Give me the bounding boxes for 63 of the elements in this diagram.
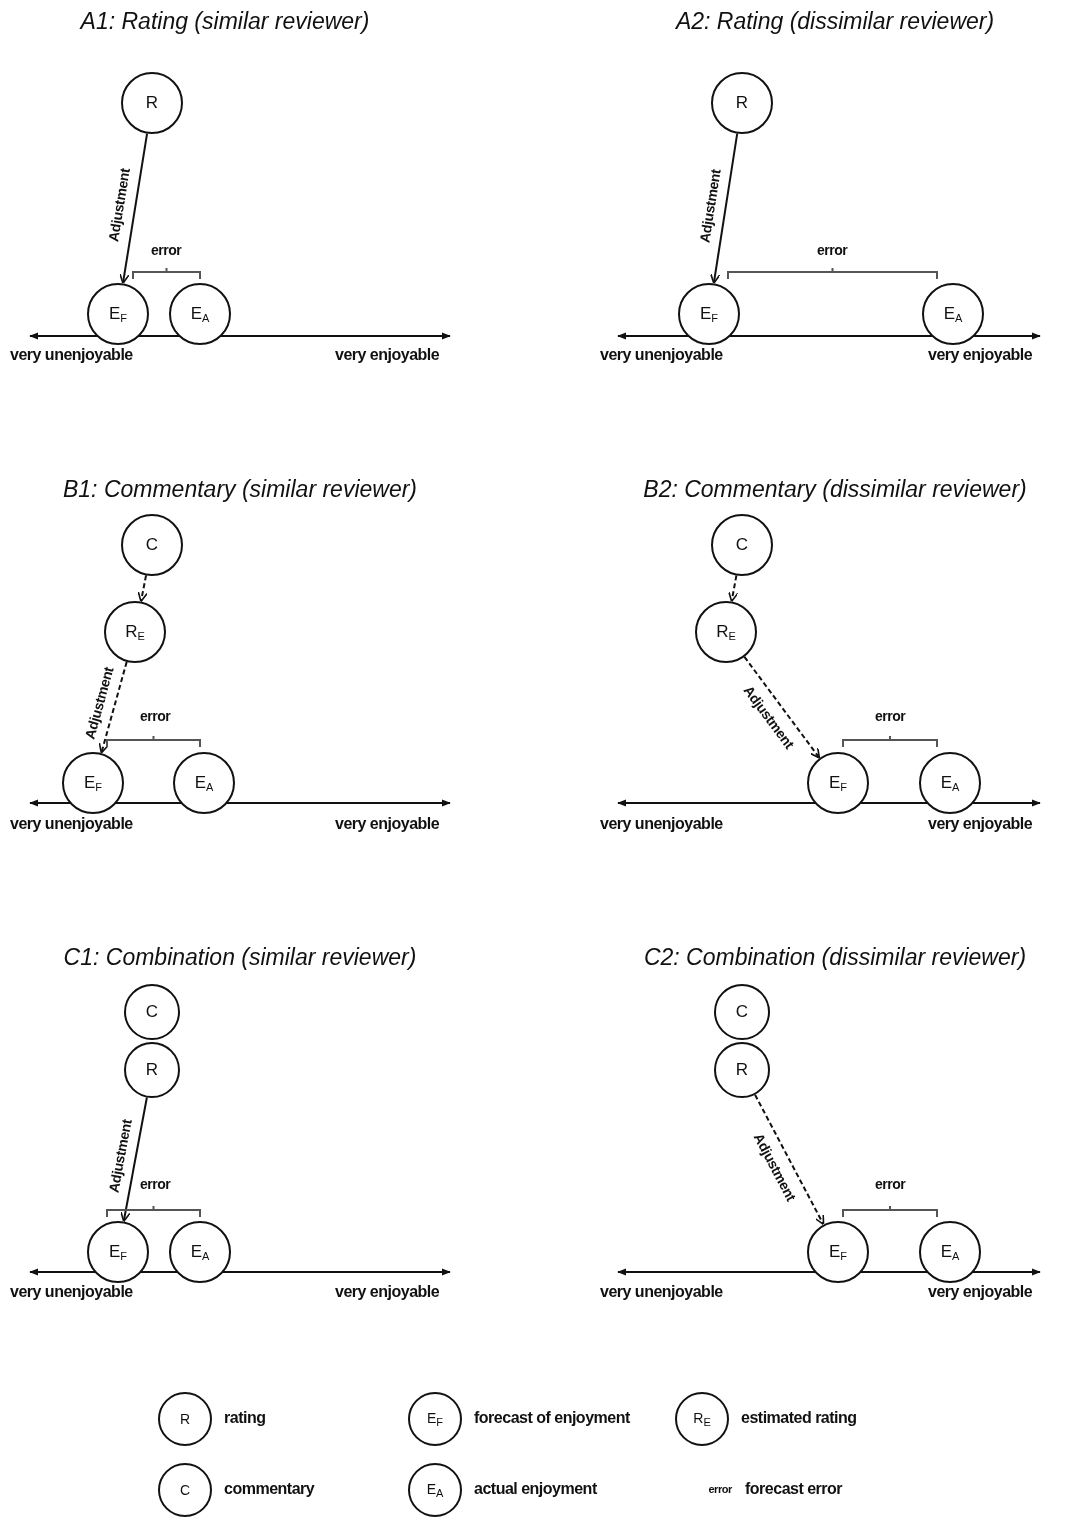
- variable-circle: E$_{F}$: [678, 283, 740, 345]
- panel-title: A2: Rating (dissimilar reviewer): [675, 8, 995, 35]
- variable-circle: C: [121, 514, 183, 576]
- axis-label: forecast error: [745, 1480, 843, 1498]
- panel-title: C1: Combination (similar reviewer): [63, 944, 417, 971]
- arrow: [98, 660, 128, 754]
- legend-circle: R$_{E}$: [675, 1392, 729, 1446]
- panel-title: B2: Commentary (dissimilar reviewer): [643, 476, 1027, 503]
- variable-circle: R: [711, 72, 773, 134]
- axis-label: very unenjoyable: [10, 346, 133, 364]
- variable-circle: R: [714, 1042, 770, 1098]
- panel-title: C2: Combination (dissimilar reviewer): [643, 944, 1027, 971]
- legend-text: actual enjoyment: [474, 1480, 597, 1498]
- legend-text: estimated rating: [741, 1409, 857, 1427]
- variable-circle: E$_{F}$: [62, 752, 124, 814]
- legend-text: forecast of enjoyment: [474, 1409, 630, 1427]
- variable-circle: R$_{E}$: [695, 601, 757, 663]
- variable-circle: R$_{E}$: [104, 601, 166, 663]
- variable-circle: E$_{F}$: [87, 283, 149, 345]
- axis-label: very unenjoyable: [600, 815, 723, 833]
- variable-circle: E$_{F}$: [87, 1221, 149, 1283]
- legend-circle: C: [158, 1463, 212, 1517]
- arrow: [754, 1093, 825, 1226]
- axis-label: very enjoyable: [335, 1283, 440, 1301]
- arrow: [728, 574, 739, 603]
- panel-title: B1: Commentary (similar reviewer): [63, 476, 417, 503]
- variable-circle: R: [121, 72, 183, 134]
- legend-circle: E$_{F}$: [408, 1392, 462, 1446]
- legend-circle: R: [158, 1392, 212, 1446]
- axis-label: very enjoyable: [335, 815, 440, 833]
- arrow: [120, 1096, 148, 1223]
- variable-circle: R: [124, 1042, 180, 1098]
- legend-symbol: error: [708, 1483, 732, 1495]
- variable-circle: E$_{F}$: [807, 1221, 869, 1283]
- arrow: [137, 574, 148, 603]
- axis-label: very unenjoyable: [600, 346, 723, 364]
- legend-circle: E$_{A}$: [408, 1463, 462, 1517]
- arrow: [743, 655, 821, 759]
- axis-label: very unenjoyable: [10, 815, 133, 833]
- axis-label: very enjoyable: [335, 346, 440, 364]
- legend-text: rating: [224, 1409, 266, 1427]
- variable-circle: E$_{A}$: [173, 752, 235, 814]
- variable-circle: E$_{A}$: [919, 1221, 981, 1283]
- arrow: [709, 132, 739, 285]
- variable-circle: C: [714, 984, 770, 1040]
- variable-circle: E$_{A}$: [922, 283, 984, 345]
- variable-circle: E$_{A}$: [169, 1221, 231, 1283]
- variable-circle: E$_{A}$: [919, 752, 981, 814]
- error-label: error: [875, 708, 906, 724]
- error-label: error: [151, 242, 182, 258]
- variable-circle: C: [711, 514, 773, 576]
- arrow: [119, 132, 149, 285]
- error-label: error: [875, 1176, 906, 1192]
- axis-label: very unenjoyable: [600, 1283, 723, 1301]
- variable-circle: E$_{A}$: [169, 283, 231, 345]
- error-label: error: [817, 242, 848, 258]
- error-label: error: [140, 708, 171, 724]
- error-label: error: [140, 1176, 171, 1192]
- variable-circle: E$_{F}$: [807, 752, 869, 814]
- variable-circle: C: [124, 984, 180, 1040]
- axis-label: very unenjoyable: [10, 1283, 133, 1301]
- panel-title: A1: Rating (similar reviewer): [80, 8, 370, 35]
- legend-text: commentary: [224, 1480, 315, 1498]
